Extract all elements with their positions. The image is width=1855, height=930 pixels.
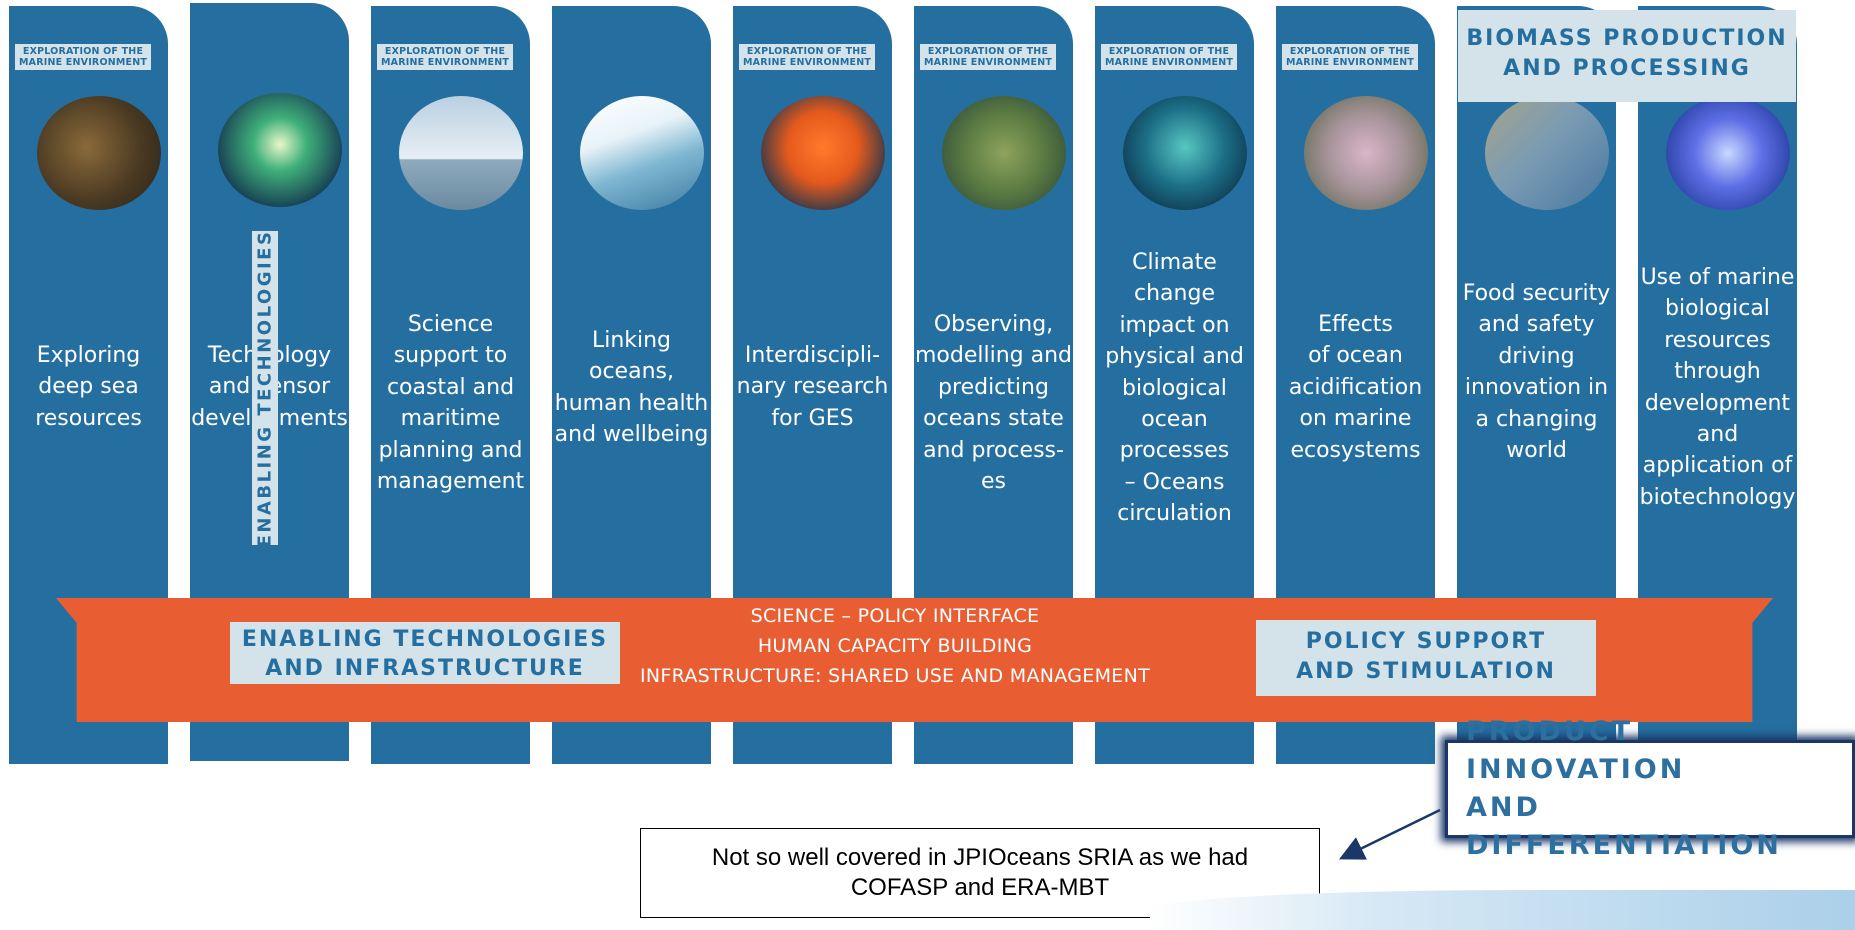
vertical-label: ENABLING TECHNOLOGIES [252,229,278,547]
center-line-3: INFRASTRUCTURE: SHARED USE AND MANAGEMEN… [639,665,1150,687]
underwater-vehicle-photo [218,93,342,207]
reef-photo [1304,96,1428,210]
center-line-2: HUMAN CAPACITY BUILDING [757,635,1033,657]
note-line-1: Not so well covered in JPIOceans SRIA as… [711,844,1249,871]
decorative-wave [1150,890,1855,930]
vertical-label-text: ENABLING TECHNOLOGIES [254,229,276,547]
biomass-production-box: BIOMASS PRODUCTION AND PROCESSING [1458,10,1796,102]
center-line-1: SCIENCE – POLICY INTERFACE [750,605,1040,627]
seafloor-photo [37,96,161,210]
enabling-technologies-box: ENABLING TECHNOLOGIES AND INFRASTRUCTURE [230,622,620,684]
wind-turbines-photo [399,96,523,210]
product-line-2: AND DIFFERENTIATION [1466,792,1782,861]
coral-photo [761,96,885,210]
aquaculture-photo [1485,96,1609,210]
biomass-line-2: AND PROCESSING [1503,56,1751,81]
algae-bloom-photo [1123,96,1247,210]
anemone-photo [1666,96,1790,210]
policy-support-box: POLICY SUPPORT AND STIMULATION [1256,620,1596,696]
enabling-line-2: AND INFRASTRUCTURE [265,656,585,681]
enabling-line-1: ENABLING TECHNOLOGIES [241,627,609,652]
policy-interface-text: SCIENCE – POLICY INTERFACE HUMAN CAPACIT… [600,601,1190,691]
diver-photo [580,96,704,210]
policy-line-1: POLICY SUPPORT [1305,629,1547,654]
policy-line-2: AND STIMULATION [1296,659,1556,684]
satellite-photo [942,96,1066,210]
note-line-2: COFASP and ERA-MBT [850,874,1110,901]
arrow-icon [1339,808,1441,860]
product-line-1: PRODUCT INNOVATION [1466,716,1686,785]
product-innovation-box: PRODUCT INNOVATION AND DIFFERENTIATION [1445,716,1855,861]
biomass-line-1: BIOMASS PRODUCTION [1466,26,1788,51]
